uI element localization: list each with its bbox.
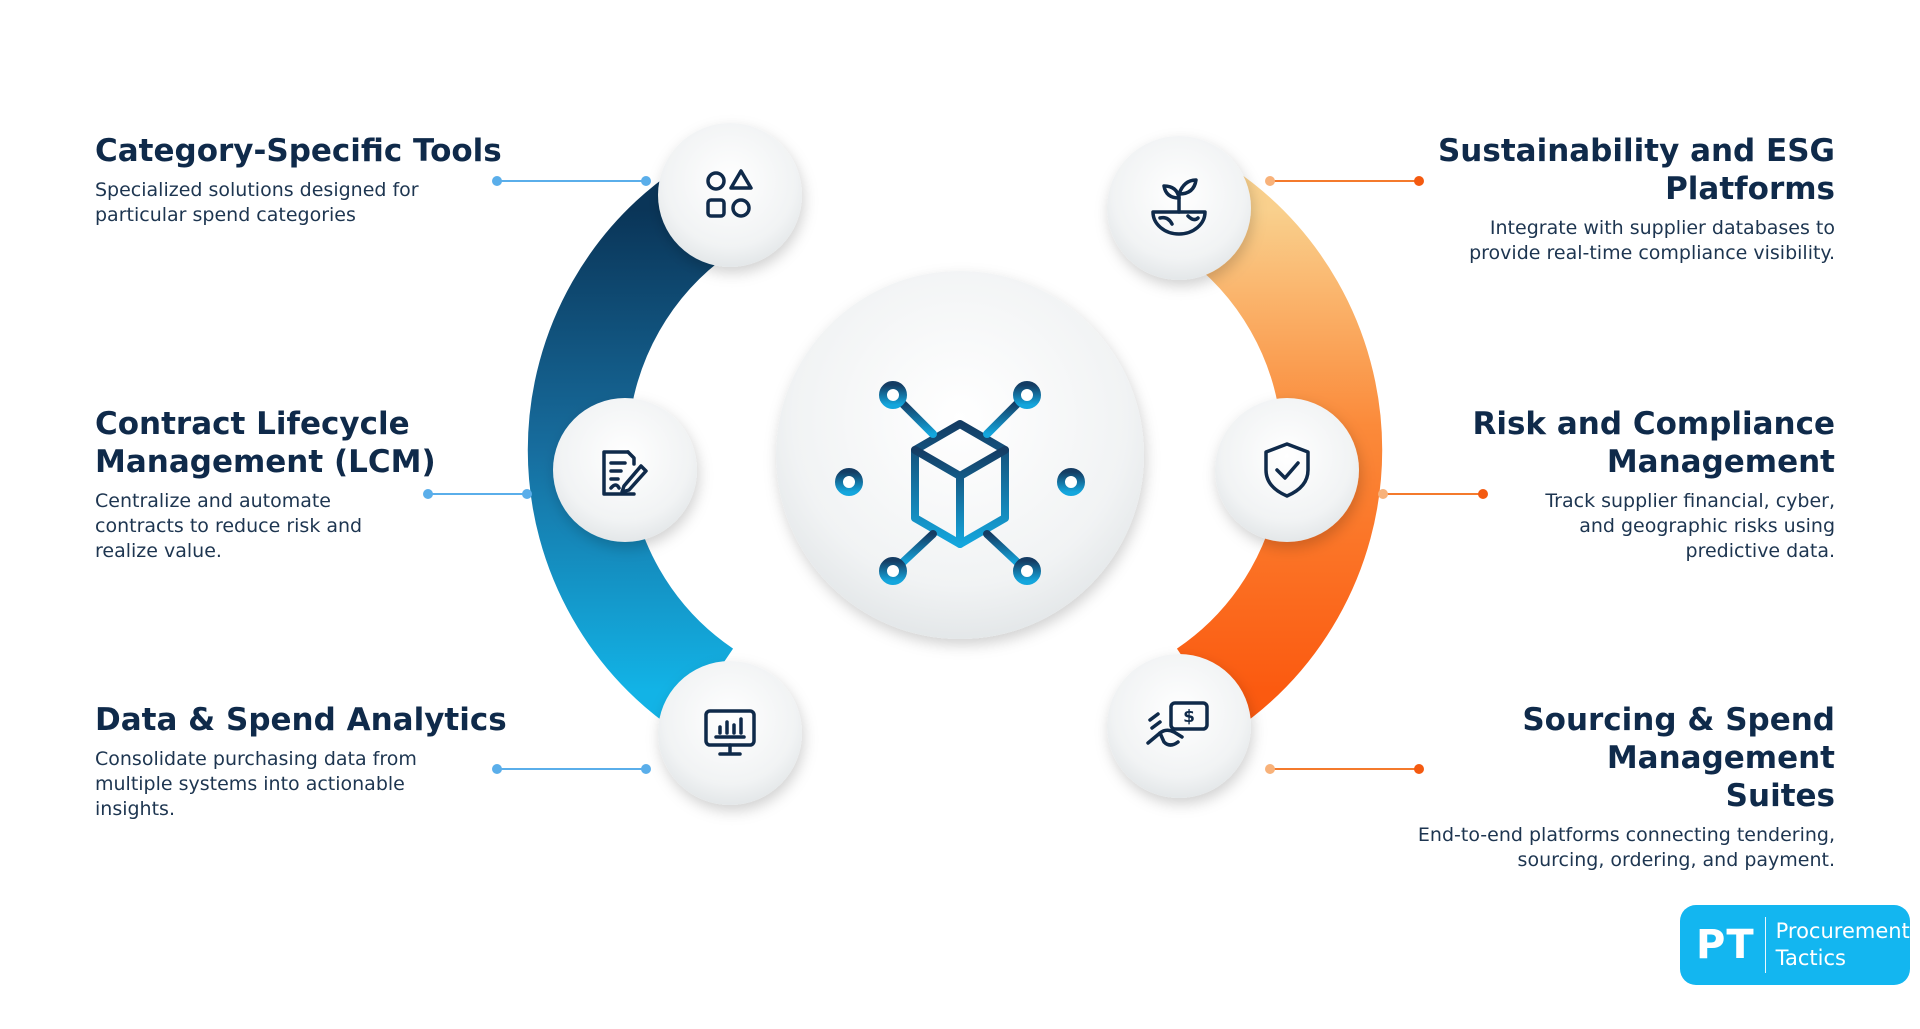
network-cube-icon: [835, 381, 1085, 585]
satellite-circles: [553, 123, 1359, 805]
item-sustainability-esg-platforms: Sustainability and ESG Platforms Integra…: [1415, 132, 1835, 266]
contract-edit-icon: [602, 450, 648, 496]
item-category-specific-tools: Category-Specific Tools Specialized solu…: [95, 132, 515, 228]
item-description: End-to-end platforms connecting tenderin…: [1417, 824, 1835, 871]
item-title: Risk and Compliance Management: [1472, 406, 1835, 480]
item-title: Data & Spend Analytics: [95, 702, 507, 738]
item-description: Consolidate purchasing data from multipl…: [95, 748, 417, 820]
connector-lines: [423, 176, 1488, 774]
item-title: Contract Lifecycle Management (LCM): [95, 406, 436, 480]
shield-check-icon: [1264, 442, 1310, 498]
analytics-monitor-icon: [704, 709, 756, 756]
logo-line-1: Procurement: [1775, 919, 1910, 943]
logo-wordmark: Procurement Tactics: [1766, 918, 1910, 972]
center-circle: [776, 271, 1144, 639]
item-contract-lifecycle-management: Contract Lifecycle Management (LCM) Cent…: [95, 405, 515, 564]
item-risk-compliance-management: Risk and Compliance Management Track sup…: [1415, 405, 1835, 564]
logo-line-2: Tactics: [1775, 946, 1846, 970]
logo-divider: [1764, 917, 1766, 973]
sprout-globe-icon: [1151, 178, 1207, 236]
item-description: Centralize and automate contracts to red…: [95, 490, 363, 562]
procurement-tactics-logo: PT Procurement Tactics: [1680, 905, 1910, 985]
item-title: Category-Specific Tools: [95, 133, 502, 169]
item-title: Sourcing & Spend Management Suites: [1522, 702, 1835, 814]
item-sourcing-spend-management-suites: Sourcing & Spend Management Suites End-t…: [1365, 701, 1835, 873]
item-description: Track supplier financial, cyber, and geo…: [1545, 490, 1835, 562]
item-data-spend-analytics: Data & Spend Analytics Consolidate purch…: [95, 701, 515, 822]
item-description: Integrate with supplier databases to pro…: [1469, 217, 1835, 264]
item-description: Specialized solutions designed for parti…: [95, 179, 419, 226]
hand-payment-icon: $: [1146, 701, 1209, 747]
item-title: Sustainability and ESG Platforms: [1437, 133, 1835, 207]
svg-text:$: $: [1183, 707, 1195, 727]
shapes-icon: [706, 169, 753, 218]
logo-mark: PT: [1696, 922, 1755, 968]
